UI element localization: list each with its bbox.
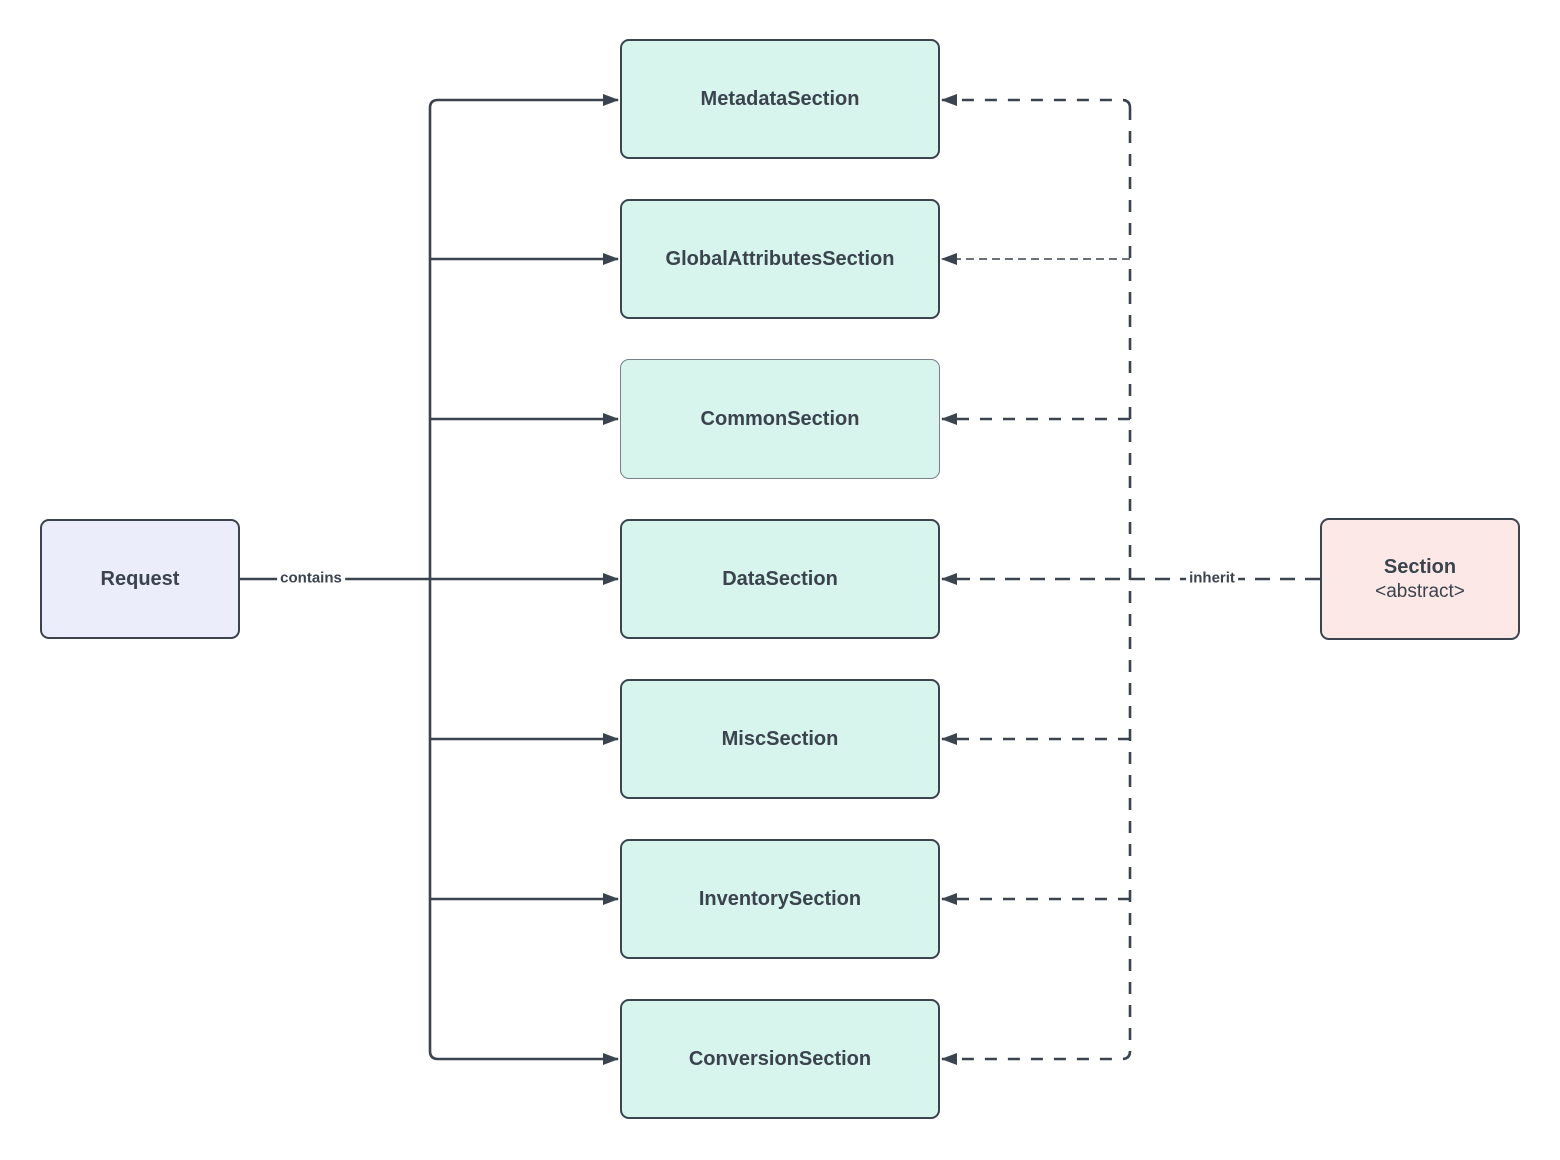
inherit-edge-conversionsection bbox=[941, 1050, 1132, 1065]
node-request-label: Request bbox=[100, 567, 180, 590]
node-section-abstract[interactable]: Section <abstract> bbox=[1320, 518, 1520, 640]
node-label: InventorySection bbox=[698, 887, 862, 910]
node-section-stereotype: <abstract> bbox=[1375, 580, 1465, 602]
node-commonsection[interactable]: CommonSection bbox=[620, 359, 940, 479]
node-label: DataSection bbox=[722, 567, 838, 590]
node-label: GlobalAttributesSection bbox=[665, 247, 895, 270]
node-section-title: Section bbox=[1383, 555, 1457, 578]
node-label: ConversionSection bbox=[688, 1047, 872, 1070]
contains-edge-metadatasection bbox=[428, 94, 619, 109]
node-label: MetadataSection bbox=[700, 87, 860, 110]
node-miscsection[interactable]: MiscSection bbox=[620, 679, 940, 799]
node-request[interactable]: Request bbox=[40, 519, 240, 639]
node-datasection[interactable]: DataSection bbox=[620, 519, 940, 639]
contains-edge-conversionsection bbox=[428, 1050, 619, 1065]
node-inventorysection[interactable]: InventorySection bbox=[620, 839, 940, 959]
inherit-edge-metadatasection bbox=[941, 94, 1132, 109]
edge-label-contains: contains bbox=[277, 569, 345, 587]
node-metadatasection[interactable]: MetadataSection bbox=[620, 39, 940, 159]
node-label: MiscSection bbox=[721, 727, 839, 750]
node-conversionsection[interactable]: ConversionSection bbox=[620, 999, 940, 1119]
node-label: CommonSection bbox=[700, 407, 860, 430]
node-globalattributessection[interactable]: GlobalAttributesSection bbox=[620, 199, 940, 319]
edge-label-inherit: inherit bbox=[1186, 569, 1238, 587]
